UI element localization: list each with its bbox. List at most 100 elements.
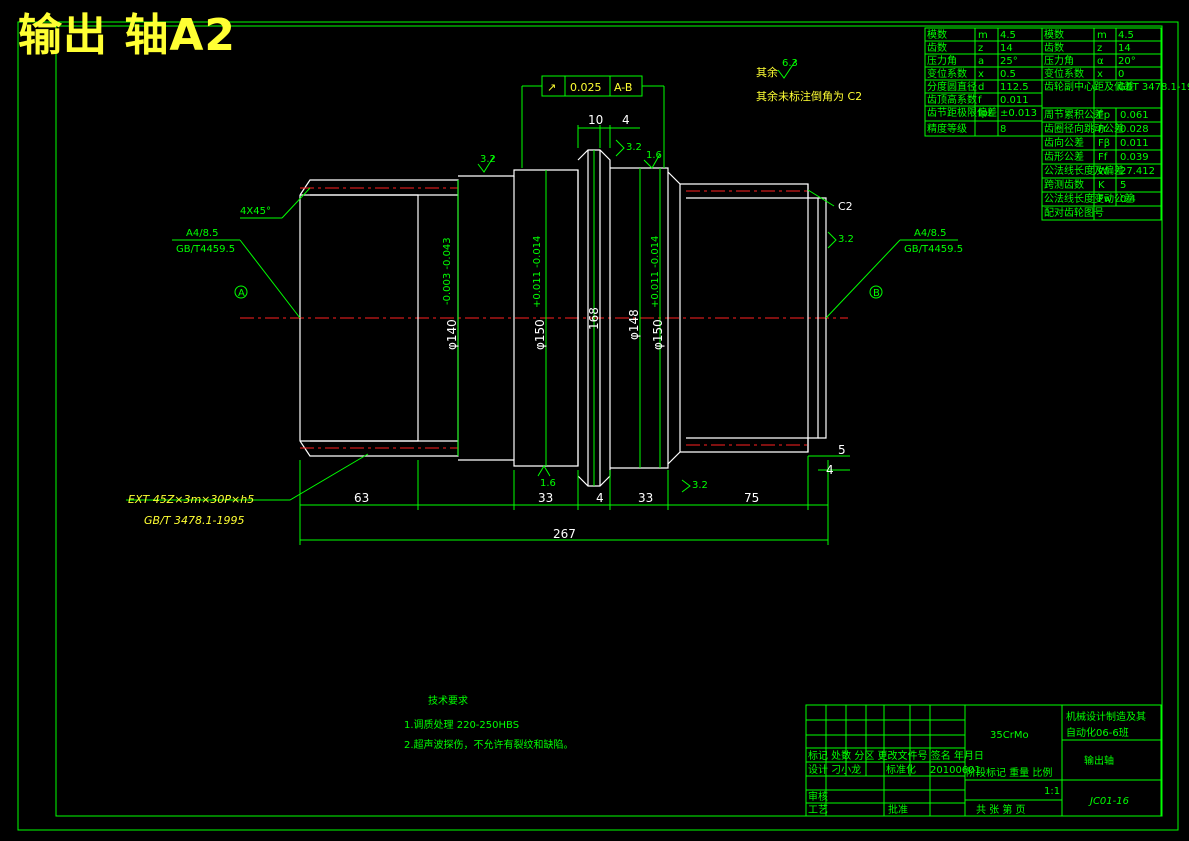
tb-header-row: 标记 处数 分区 更改文件号 签名 年月日 [808, 749, 984, 762]
diam-150a-tol: +0.011 -0.014 [532, 236, 543, 308]
param-cell: 20° [1118, 56, 1136, 67]
tb-scale: 1:1 [1044, 786, 1060, 797]
tb-stage-row: 阶段标记 重量 比例 [966, 766, 1052, 779]
svg-text:3.2: 3.2 [692, 480, 708, 491]
param-cell-right: 齿形公差 [1044, 150, 1084, 163]
len-5: 5 [838, 443, 846, 457]
param-cell-right: Fr [1098, 124, 1108, 135]
param-cell: z [1097, 43, 1102, 54]
param-cell: f [978, 95, 982, 106]
param-cell: 齿顶高系数 [927, 93, 977, 106]
param-cell: 齿节距极限偏差 [927, 106, 997, 119]
param-cell-right: 0.028 [1120, 124, 1149, 135]
param-cell-right: W [1098, 166, 1108, 177]
datum-a: A [238, 288, 245, 299]
len-267: 267 [553, 527, 576, 541]
chamfer-right: C2 [838, 200, 853, 213]
ch-right-spec: A4/8.5 [914, 228, 946, 239]
param-cell: x [1097, 69, 1103, 80]
param-cell-right: 公法线长度及偏差 [1044, 164, 1124, 177]
param-cell: 0 [1118, 69, 1124, 80]
param-cell: 112.5 [1000, 82, 1029, 93]
param-cell: 变位系数 [1044, 67, 1084, 80]
param-cell-right: 配对齿轮图号 [1044, 206, 1104, 219]
diam-150a: φ150 [533, 319, 547, 350]
param-cell: 14 [1118, 43, 1131, 54]
tb-process: 工艺 [808, 804, 828, 816]
param-cell: 变位系数 [927, 67, 967, 80]
param-cell: 0.5 [1000, 69, 1016, 80]
param-cell: GBT 3478.1-1995 [1118, 82, 1189, 93]
param-cell-right: 跨测齿数 [1044, 178, 1084, 191]
rest-note-1: 其余 [756, 65, 778, 79]
tb-org-1: 机械设计制造及其 [1066, 710, 1146, 723]
param-cell: fpt [978, 108, 992, 119]
tb-drawing-no: JC01-16 [1088, 796, 1129, 807]
param-cell: 8 [1000, 124, 1006, 135]
len-4a: 4 [596, 491, 604, 505]
param-cell: 4.5 [1118, 30, 1134, 41]
geo-tol-datum: A-B [614, 81, 632, 94]
tb-sheet-row: 共 张 第 页 [976, 803, 1026, 816]
param-cell-right: Fw [1098, 194, 1112, 205]
param-cell: 模数 [1044, 28, 1064, 41]
roughness-symbols: 3.2 3.2 1.6 3.2 1.6 3.2 [477, 139, 854, 493]
param-cell-right: 周节累积公差 [1044, 108, 1104, 121]
param-cell: 分度圆直径 [927, 80, 977, 93]
param-cell-right: 公法线长度变动公差 [1044, 192, 1134, 205]
rest-note-2: 其余未标注倒角为 C2 [756, 89, 862, 103]
drawing-headline: 输出 轴A2 [18, 10, 236, 61]
param-cell-right: Fβ [1098, 138, 1110, 149]
param-cell: 压力角 [927, 54, 957, 67]
len-4r: 4 [826, 463, 834, 477]
len-10: 10 [588, 113, 603, 127]
tb-org-2: 自动化06-6班 [1066, 726, 1129, 739]
param-table [924, 27, 1162, 221]
param-cell-right: 0.011 [1120, 138, 1149, 149]
tb-approve: 批准 [888, 803, 908, 816]
ch-left-spec: A4/8.5 [186, 228, 218, 239]
param-cell: 齿数 [1044, 41, 1064, 54]
param-cell: ±0.013 [1000, 108, 1037, 119]
diam-168: 168 [587, 307, 601, 330]
length-dims [299, 125, 850, 545]
param-cell: 14 [1000, 43, 1013, 54]
diam-150b: φ150 [651, 319, 665, 350]
svg-text:3.2: 3.2 [626, 142, 642, 153]
spline-note-1: EXT 45Z×3m×30P×h5 [128, 493, 254, 506]
tb-material: 35CrMo [990, 730, 1029, 741]
param-cell-right: 齿圈径向跳动公差 [1044, 122, 1124, 135]
param-cell: 精度等级 [927, 122, 967, 135]
spline-note-2: GB/T 3478.1-1995 [144, 514, 244, 527]
tb-std: 标准化 [886, 763, 916, 776]
param-cell: 25° [1000, 56, 1018, 67]
param-cell: a [978, 56, 984, 67]
param-cell: α [1097, 56, 1104, 67]
svg-text:3.2: 3.2 [838, 234, 854, 245]
param-cell: 压力角 [1044, 54, 1074, 67]
inner-frame [55, 25, 1163, 817]
param-cell-right: 5 [1120, 180, 1126, 191]
param-cell: m [978, 30, 988, 41]
geo-tolerance-frame [521, 75, 665, 168]
len-33b: 33 [638, 491, 653, 505]
tb-date: 20100601 [930, 765, 981, 776]
len-63: 63 [354, 491, 369, 505]
param-cell: x [978, 69, 984, 80]
len-4top: 4 [622, 113, 630, 127]
param-cell-right: 0.4 [1120, 194, 1136, 205]
param-cell: 4.5 [1000, 30, 1016, 41]
svg-text:1.6: 1.6 [540, 478, 556, 489]
diam-150b-tol: +0.011 -0.014 [650, 236, 661, 308]
param-cell-right: Fp [1098, 110, 1110, 121]
tb-designer: 设计 刁小龙 [808, 763, 861, 776]
chamfer-left: 4X45° [240, 206, 271, 217]
param-cell: 齿数 [927, 41, 947, 54]
param-cell: m [1097, 30, 1107, 41]
param-cell-right: Ff [1098, 152, 1108, 163]
param-cell-right: 0.039 [1120, 152, 1149, 163]
param-cell-right: K [1098, 180, 1105, 191]
param-cell: 0.011 [1000, 95, 1029, 106]
svg-text:3.2: 3.2 [480, 154, 496, 165]
